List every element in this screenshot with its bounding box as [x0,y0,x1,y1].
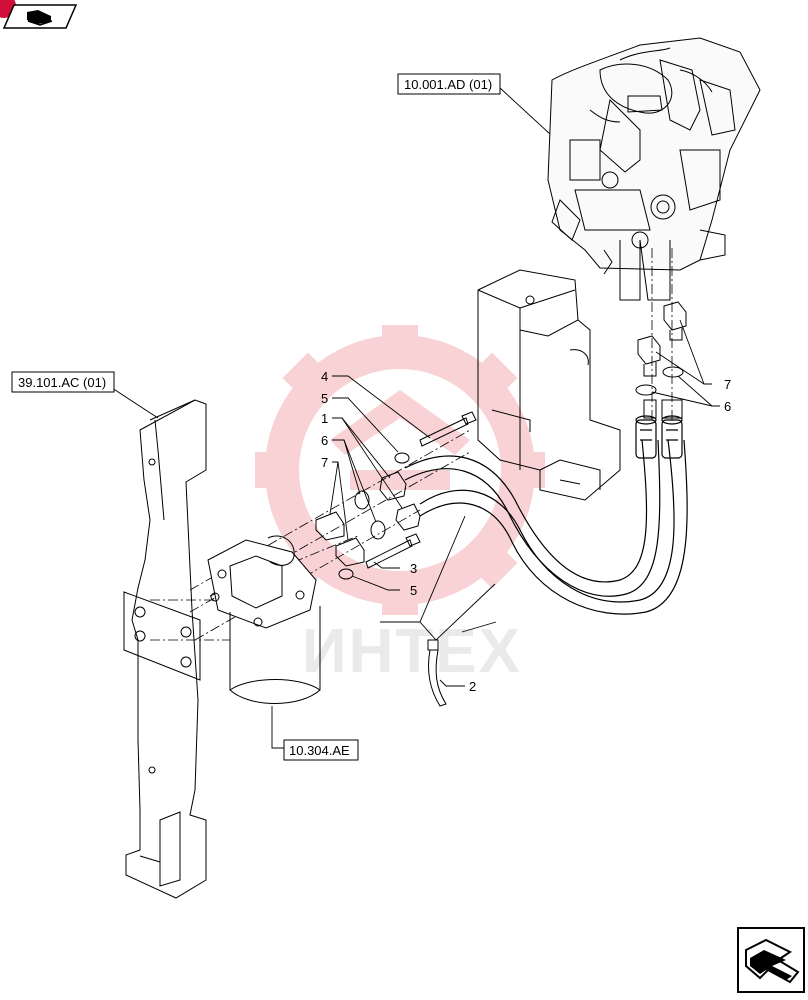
engine-block [547,37,761,301]
ref-engine-label[interactable]: 10.001.AD (01) [397,73,501,95]
cable-tie [427,639,447,707]
filter-assembly [207,535,321,704]
callout-6-left: 6 [321,433,328,448]
callout-6-right: 6 [724,399,731,414]
svg-text:10.304.AE: 10.304.AE [289,743,350,758]
callout-5-bottom: 5 [410,583,417,598]
svg-text:39.101.AC (01): 39.101.AC (01) [18,375,106,390]
return-book-icon[interactable] [0,0,78,29]
callout-7-right: 7 [724,377,731,392]
left-hardware [315,411,477,580]
callout-5-top: 5 [321,391,328,406]
callout-1: 1 [321,411,328,426]
ref-bracket-label[interactable]: 39.101.AC (01) [11,371,115,393]
callout-4: 4 [321,369,328,384]
leader-lines [111,87,720,749]
right-fittings [635,301,687,419]
callout-7-left: 7 [321,455,328,470]
left-bracket [123,399,207,899]
next-page-arrow-icon[interactable] [737,927,805,993]
callout-3: 3 [410,561,417,576]
ref-filter-label[interactable]: 10.304.AE [283,739,359,761]
watermark-text: ИНТЕХ [302,617,522,686]
mounting-plate [477,269,621,501]
svg-text:10.001.AD (01): 10.001.AD (01) [404,77,492,92]
callout-2: 2 [469,679,476,694]
